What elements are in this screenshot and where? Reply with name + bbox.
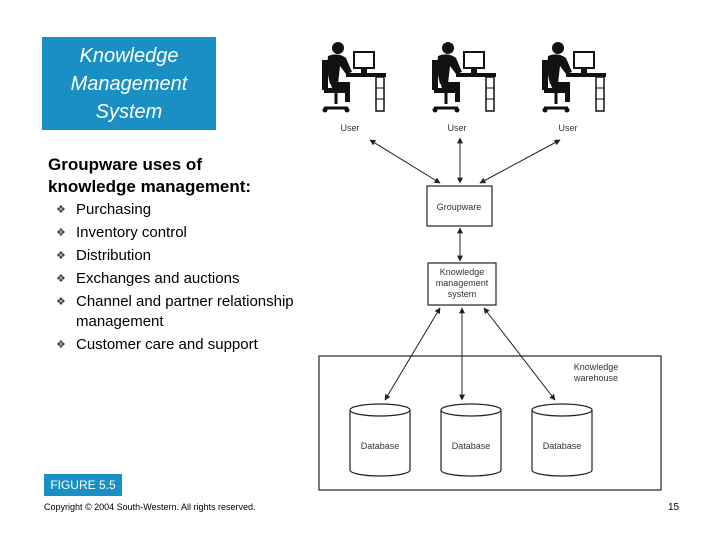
bullet-list: ❖Purchasing ❖Inventory control ❖Distribu… <box>56 200 296 358</box>
diamond-bullet-icon: ❖ <box>56 250 66 262</box>
kms-label: Knowledge <box>440 267 485 277</box>
user-workstation-1 <box>320 40 388 114</box>
page-number: 15 <box>668 502 680 513</box>
database-cylinder <box>349 403 411 477</box>
warehouse-label: Knowledge <box>574 362 619 372</box>
database-label: Database <box>543 441 582 451</box>
user-label: User <box>340 123 359 133</box>
section-heading: Groupware uses of knowledge management: <box>48 155 252 196</box>
diamond-bullet-icon: ❖ <box>56 273 66 285</box>
connector-arrow <box>479 139 561 184</box>
kms-label: management <box>436 278 489 288</box>
user-label: User <box>558 123 577 133</box>
user-label: User <box>447 123 466 133</box>
list-item: ❖Purchasing <box>56 201 152 218</box>
list-item: ❖Distribution <box>56 247 152 264</box>
figure-label: FIGURE 5.5 <box>44 474 122 496</box>
connector-arrow <box>369 139 441 184</box>
user-workstation-3 <box>540 40 608 114</box>
kms-box <box>427 262 497 306</box>
slide-title: Knowledge Management System <box>70 44 188 123</box>
title-box: Knowledge Management System <box>42 37 216 130</box>
database-cylinder <box>440 403 502 477</box>
connector-arrow <box>483 307 556 401</box>
database-cylinder <box>531 403 593 477</box>
list-item: ❖Channel and partner relationship manage… <box>56 293 294 330</box>
list-item: ❖Inventory control <box>56 224 187 241</box>
database-label: Database <box>361 441 400 451</box>
warehouse-label: warehouse <box>573 373 618 383</box>
diamond-bullet-icon: ❖ <box>56 339 66 351</box>
connector-arrow <box>384 307 441 401</box>
diamond-bullet-icon: ❖ <box>56 204 66 216</box>
diamond-bullet-icon: ❖ <box>56 227 66 239</box>
groupware-box <box>426 185 493 227</box>
database-label: Database <box>452 441 491 451</box>
list-item: ❖Exchanges and auctions <box>56 270 240 287</box>
copyright-notice: Copyright © 2004 South-Western. All righ… <box>44 502 256 512</box>
kms-label: system <box>448 289 477 299</box>
list-item: ❖Customer care and support <box>56 336 258 353</box>
diamond-bullet-icon: ❖ <box>56 296 66 308</box>
groupware-label: Groupware <box>437 202 482 212</box>
user-workstation-2 <box>430 40 498 114</box>
